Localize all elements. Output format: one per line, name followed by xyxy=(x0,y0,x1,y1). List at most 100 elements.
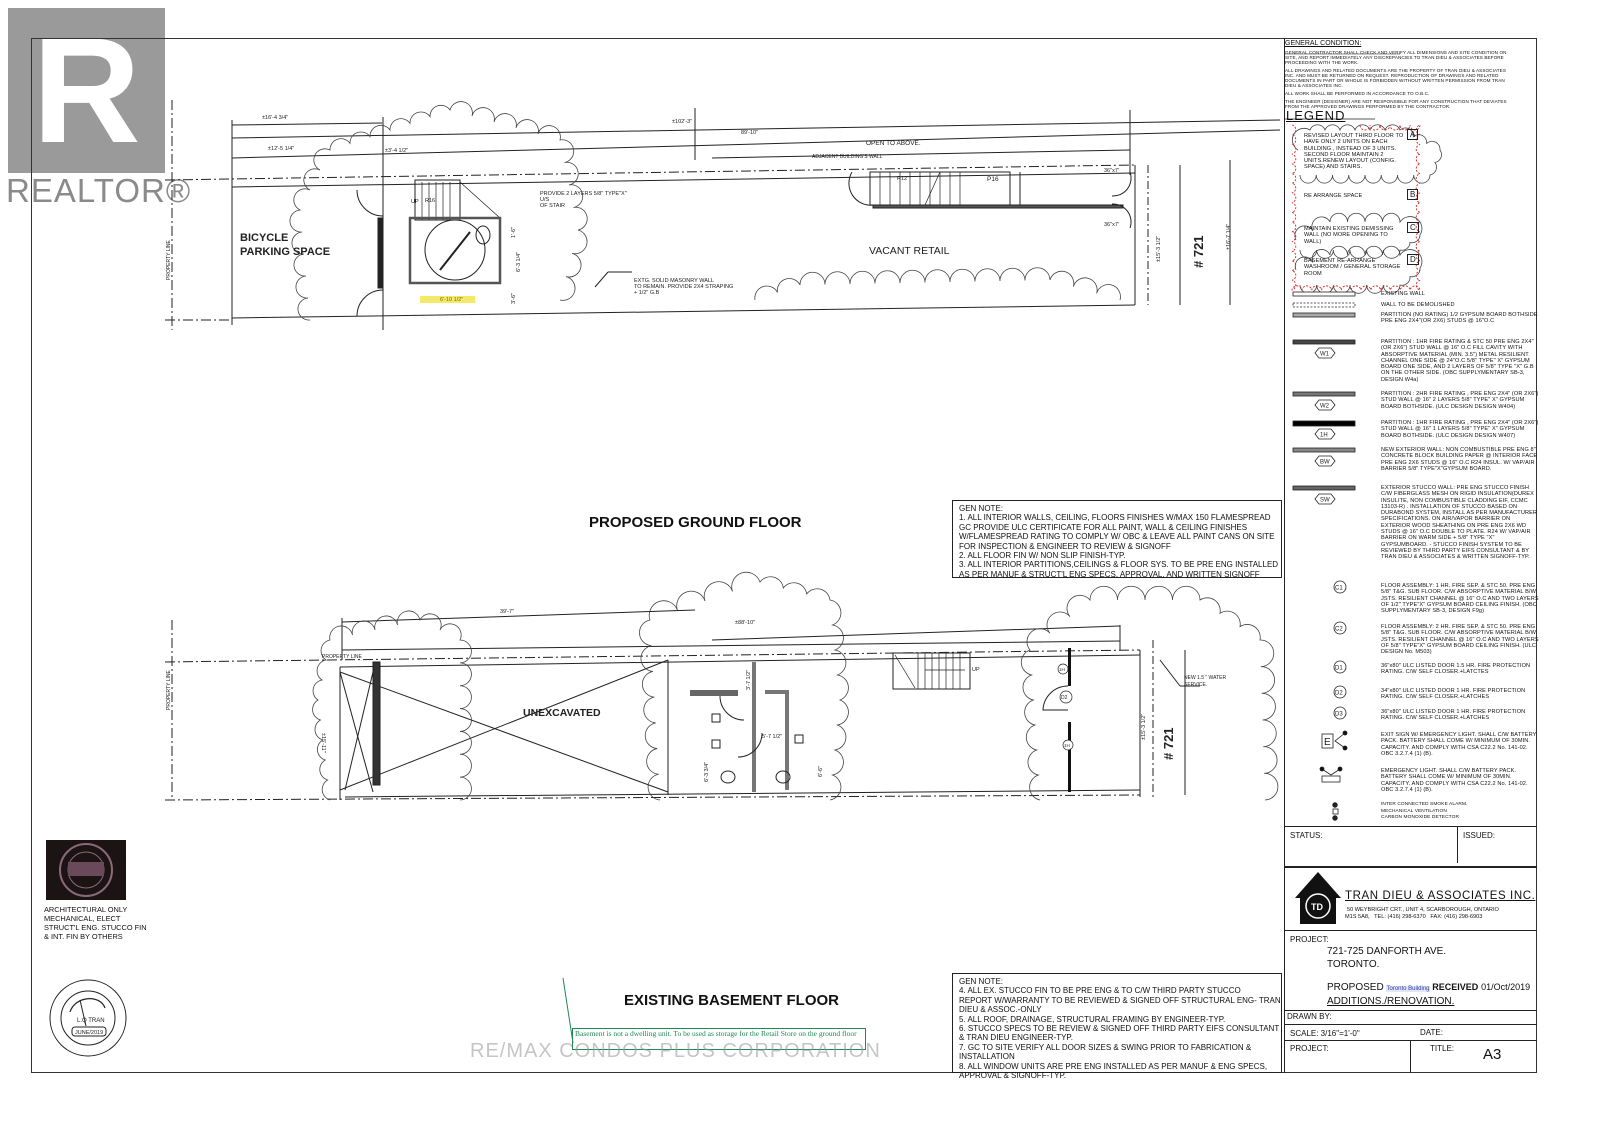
disclaimer-line: STRUCT'L ENG. STUCCO FIN xyxy=(44,923,147,932)
ground-floor-labels: ±16'-4 3/4" ±12'-5 1/4" ±3'-4 1/2" ±102'… xyxy=(166,115,1232,304)
riser-label: R12 xyxy=(897,176,907,182)
legend-item-text: 34"x80" ULC LISTED DOOR 1 HR. FIRE PROTE… xyxy=(1381,688,1526,701)
general-note-box-2: GEN NOTE: 4. ALL EX. STUCCO FIN TO BE PR… xyxy=(952,973,1282,1080)
dimension-label: ±15'-3 1/2" xyxy=(1156,236,1162,262)
project-description-line: PROPOSED xyxy=(1327,982,1384,993)
gen-note-line: & TRAN DIEU ENGINEER-TYP. xyxy=(959,1033,1073,1043)
bicycle-parking-label: BICYCLE xyxy=(240,232,288,244)
legend-item-text: EXTERIOR STUCCO WALL: PRE ENG STUCCO FIN… xyxy=(1381,485,1538,561)
received-stamp-date: 01/Oct/2019 xyxy=(1481,982,1531,992)
gen-note-line: 4. ALL EX. STUCCO FIN TO BE PRE ENG & TO… xyxy=(959,986,1241,996)
dimension-label: ±15'-3 1/2" xyxy=(1141,714,1147,740)
project-address: 721-725 DANFORTH AVE. TORONTO. PROPOSED … xyxy=(1327,946,1530,1008)
architect-seal xyxy=(46,840,126,900)
lamp-icon xyxy=(1342,730,1348,736)
masonry-note: + 1/2" G.B xyxy=(634,290,660,296)
stair-note: U/S xyxy=(540,197,550,203)
lamp-icon xyxy=(1342,745,1348,751)
bw-wall-icon xyxy=(1292,447,1356,453)
project-number-label: PROJECT: xyxy=(1290,1044,1329,1053)
dimension-label: 6'-3 3/4" xyxy=(704,762,710,782)
scale-label: SCALE: 3/16"=1'-0" xyxy=(1290,1029,1360,1038)
gen-note-line: 2. ALL FLOOR FIN W/ NON SLIP FINISH-TYP. xyxy=(959,551,1126,561)
tag-circle-icon xyxy=(1333,580,1347,594)
dimension-label: 89'-10" xyxy=(741,130,758,136)
legend-tag: D2 xyxy=(1335,691,1343,697)
gen-note-heading: GEN NOTE: xyxy=(959,977,1004,986)
drawn-by-row: DRAWN BY: xyxy=(1285,1010,1537,1022)
revision-clouds xyxy=(289,101,1442,801)
demolish-wall-wall-icon xyxy=(1292,302,1356,308)
title-block-column xyxy=(1284,38,1537,1073)
gen-note-line: 7. GC TO SITE VERIFY ALL DOOR SIZES & SW… xyxy=(959,1042,1252,1052)
revision-note: REVISED LAYOUT THIRD FLOOR TO HAVE ONLY … xyxy=(1304,133,1404,171)
dimension-label: ±16'-7 1/4" xyxy=(1226,224,1232,250)
stair-up-label: UP xyxy=(972,667,980,673)
gen-note-line: GC PROVIDE ULC CERTIFICATE FOR ALL PAINT… xyxy=(959,522,1248,532)
gen-note-line: 8. ALL WINDOW UNITS ARE PRE ENG INSTALLE… xyxy=(959,1061,1268,1071)
w2-wall-icon xyxy=(1292,391,1356,397)
revision-tag: B xyxy=(1407,189,1419,200)
legend-tag: C1 xyxy=(1335,586,1343,592)
general-condition-paragraph: THE ENGINEER (DESIGNER) ARE NOT RESPONSI… xyxy=(1285,98,1507,109)
emergency-light-icon xyxy=(1321,775,1341,783)
revision-cloud xyxy=(1294,212,1423,259)
ventilation-icon xyxy=(1332,808,1339,815)
unexcavated-label: UNEXCAVATED xyxy=(523,707,601,719)
legend-item-text: MECHANICAL VENTILATION xyxy=(1381,809,1447,814)
gen-note-line: W/FLAMESPREAD RATING TO COMPLY W/ OBC & … xyxy=(959,532,1275,542)
exit-sign-lines-icon xyxy=(1334,732,1346,749)
legend-item-text: PARTITION (NO RATING) 1/2 GYPSUM BOARD B… xyxy=(1381,312,1538,325)
general-condition-paragraph: GENERAL CONTRACTOR SHALL CHECK AND VERIF… xyxy=(1285,49,1507,65)
basement-floor-title: EXISTING BASEMENT FLOOR xyxy=(624,992,840,1009)
masonry-note: TO REMAIN. PROVIDE 2X4 STRAPING xyxy=(634,284,733,290)
revision-note: MAINTAIN EXISTING DEMISSING WALL (NO MOR… xyxy=(1304,226,1394,245)
revision-cloud xyxy=(1291,124,1442,184)
firm-contact: M1S 5A8, TEL: (416) 298-6370 FAX: (416) … xyxy=(1345,914,1483,920)
gen-note-line: FOR INSPECTION & ENGINEER TO REVIEW & SI… xyxy=(959,541,1171,551)
general-condition: GENERAL CONDITION: GENERAL CONTRACTOR SH… xyxy=(1285,40,1535,109)
revision-cloud xyxy=(312,610,472,801)
gen-note-line: INSTALLATION xyxy=(959,1052,1015,1062)
open-to-above-label: OPEN TO ABOVE. xyxy=(866,140,921,147)
date-label: DATE: xyxy=(1420,1028,1443,1037)
received-stamp-text: RECEIVED xyxy=(1432,982,1479,992)
legend-heading: LEGEND xyxy=(1286,108,1346,123)
legend-item-text: WALL TO BE DEMOLISHED xyxy=(1381,302,1455,308)
dimension-label: ±12'-5 1/4" xyxy=(268,146,294,152)
gen-note-line: AS PER MANUF & STRUCT'L ENG SPECS, APPRO… xyxy=(959,569,1260,579)
revision-cloud xyxy=(289,101,588,321)
project-city: TORONTO. xyxy=(1327,958,1380,970)
stair-note: PROVIDE 2 LAYERS 5/8" TYPE"X" xyxy=(540,191,627,197)
1h-wall-icon xyxy=(1292,420,1356,427)
dimension-label: ±3'-4 1/2" xyxy=(385,148,408,154)
gen-note-line: 3. ALL INTERIOR PARTITIONS,CEILINGS & FL… xyxy=(959,560,1279,570)
legend-item-text: PARTITION : 2HR FIRE RATING , PRE ENG 2X… xyxy=(1381,391,1539,410)
door-tag-icon xyxy=(1059,690,1073,704)
legend-item-text: 36"x80" ULC LISTED DOOR 1 HR. FIRE PROTE… xyxy=(1381,709,1526,722)
firm-logo-initials: TD xyxy=(1311,902,1323,912)
project-description: PROPOSED Toronto Building RECEIVED 01/Oc… xyxy=(1327,981,1530,996)
property-line-label: PROPERTY LINE xyxy=(322,654,362,660)
legend-tag: SW xyxy=(1320,498,1330,504)
general-condition-paragraph: ALL DRAWINGS AND RELATED DOCUMENTS ARE T… xyxy=(1285,67,1507,89)
legend-item-text: EXIT SIGN W/ EMERGENCY LIGHT. SHALL C/W … xyxy=(1381,732,1537,757)
engineer-date: JUNE/2019 xyxy=(75,1030,103,1036)
realtor-logo-mark: R xyxy=(32,6,141,174)
wall-type-tag: 1H xyxy=(1064,743,1070,748)
engineer-seal-text: L.Q TRAN JUNE/2019 xyxy=(75,1018,105,1036)
gen-note-line: DIEU & ASSOC.-ONLY xyxy=(959,1005,1042,1015)
lamp-icon xyxy=(1337,766,1343,772)
existing-wall-wall-icon xyxy=(1292,291,1356,297)
basement-use-annotation: Basement is not a dwelling unit. To be u… xyxy=(572,1028,866,1050)
general-condition-paragraph: ALL WORK SHALL BE PERFORMED IN ACCORDANC… xyxy=(1285,90,1430,96)
scale-row: SCALE: 3/16"=1'-0" DATE: xyxy=(1285,1024,1537,1040)
gen-note-line: REPORT W/WARRANTY TO BE REVIEWED & SIGNE… xyxy=(959,995,1281,1005)
dimension-label: ±102'-3" xyxy=(672,119,692,125)
wall-type-tag-icon xyxy=(1057,663,1069,675)
emergency-light-lines-icon xyxy=(1321,768,1341,776)
issued-label: ISSUED: xyxy=(1463,831,1496,840)
legend-item-text: 36"x80" ULC LISTED DOOR 1.5 HR. FIRE PRO… xyxy=(1381,663,1531,676)
